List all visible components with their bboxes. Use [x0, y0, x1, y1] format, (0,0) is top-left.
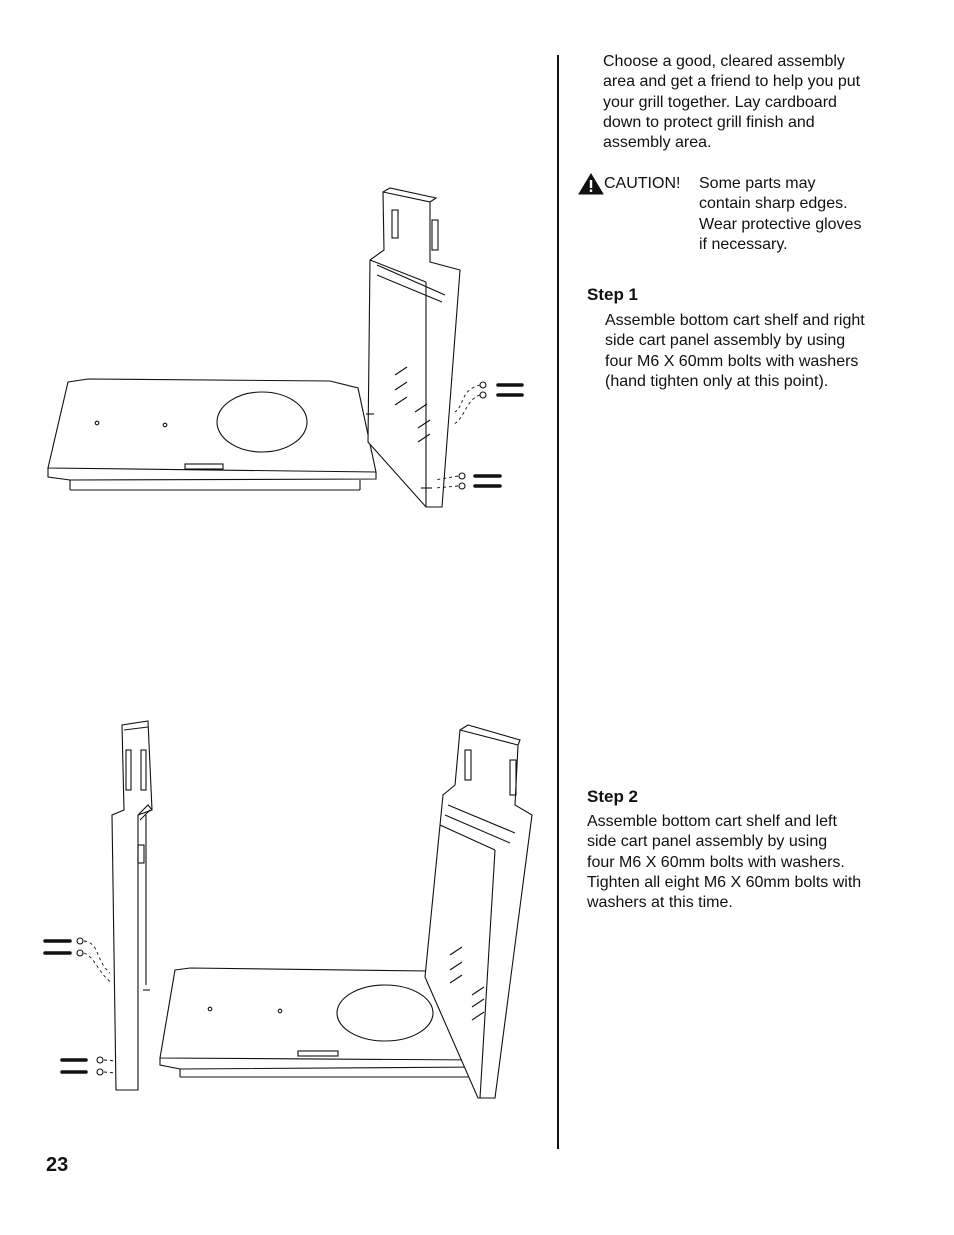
bolts-and-washers-lower — [434, 472, 502, 490]
page-number: 23 — [46, 1154, 69, 1176]
intro-text: Choose a good, cleared assembly area and… — [603, 53, 861, 152]
bottom-cart-shelf — [47, 378, 377, 491]
step2-title: Step 2 — [587, 787, 639, 806]
bolts-and-washers-upper — [451, 381, 524, 426]
left-side-cart-panel — [111, 720, 153, 1091]
column-divider — [557, 55, 559, 1149]
bottom-cart-shelf — [159, 967, 481, 1078]
warning-triangle-icon — [578, 173, 604, 195]
right-side-cart-panel — [424, 724, 533, 1099]
step2-illustration — [43, 720, 533, 1099]
step2-text: Assemble bottom cart shelf and left side… — [587, 813, 862, 912]
step1-title: Step 1 — [587, 285, 639, 304]
bolts-and-washers-upper — [43, 937, 113, 984]
step1-illustration — [47, 187, 524, 508]
caution-text: Some parts may contain sharp edges. Wear… — [699, 175, 862, 253]
right-side-cart-panel — [366, 187, 461, 508]
step1-text: Assemble bottom cart shelf and right sid… — [605, 312, 865, 390]
bolts-and-washers-lower — [60, 1056, 117, 1076]
caution-label: CAUTION! — [604, 175, 681, 192]
